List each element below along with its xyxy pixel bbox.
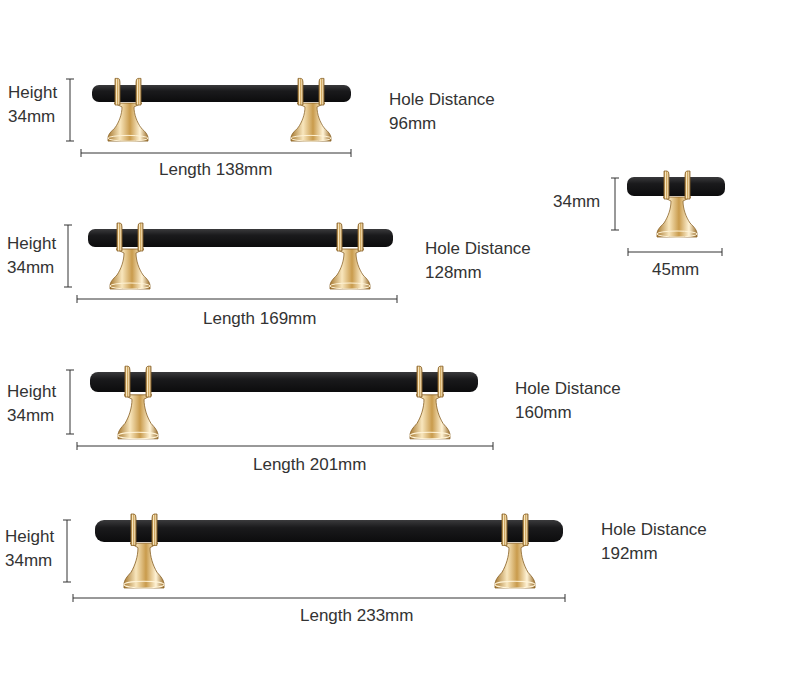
hole-distance: Hole Distance 192mm xyxy=(601,518,736,566)
length-dimension: Length 138mm xyxy=(159,158,272,182)
height-dimension: Height 34mm xyxy=(8,81,70,129)
knob xyxy=(611,171,725,256)
hole-distance: Hole Distance 128mm xyxy=(425,237,560,285)
length-dimension: Length 201mm xyxy=(253,453,366,477)
handle-160 xyxy=(66,366,493,450)
handle-128 xyxy=(64,223,397,303)
handle-96 xyxy=(66,78,351,157)
height-dimension: Height 34mm xyxy=(7,380,69,428)
length-dimension: Length 233mm xyxy=(300,604,413,628)
handle-192 xyxy=(63,514,565,602)
length-dimension: Length 169mm xyxy=(203,307,316,331)
height-dimension: 34mm xyxy=(553,190,600,214)
height-dimension: Height 34mm xyxy=(7,232,69,280)
height-dimension: Height 34mm xyxy=(5,525,67,573)
hole-distance: Hole Distance 96mm xyxy=(389,88,514,136)
width-dimension: 45mm xyxy=(652,258,699,282)
hole-distance: Hole Distance 160mm xyxy=(515,377,650,425)
